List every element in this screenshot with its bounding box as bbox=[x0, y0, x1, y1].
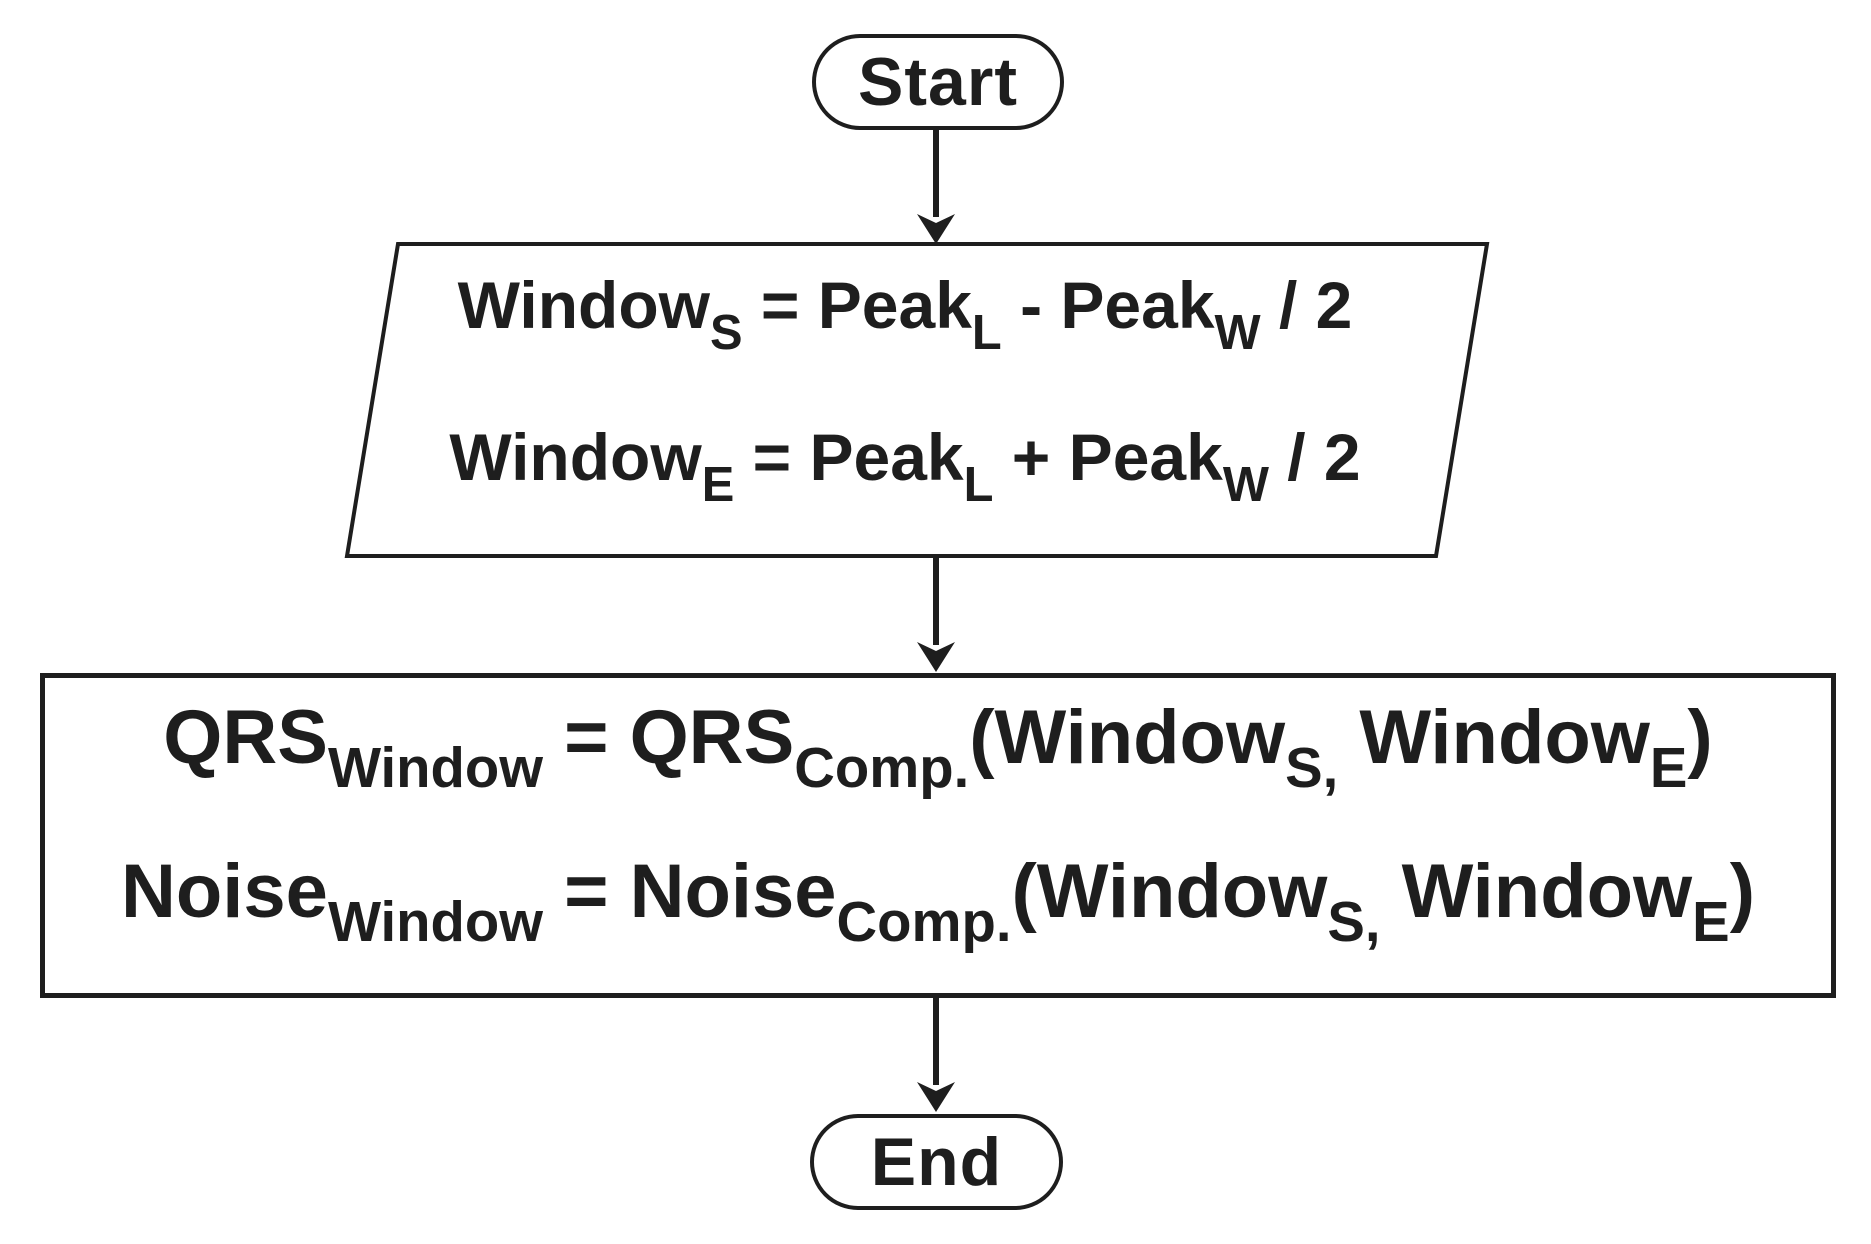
subscript-run: L bbox=[971, 305, 1002, 360]
formula-text-run: + Peak bbox=[993, 420, 1223, 494]
subscript-run: E bbox=[1692, 889, 1730, 953]
formula-text-run: Window bbox=[449, 420, 702, 494]
formula-text-run: (Window bbox=[1011, 849, 1328, 934]
formula-text-run: Window bbox=[1338, 695, 1650, 780]
formula-text-run: = Peak bbox=[734, 420, 964, 494]
subscript-run: L bbox=[963, 457, 994, 512]
formula-text-run: ) bbox=[1729, 849, 1755, 934]
subscript-run: S, bbox=[1285, 735, 1339, 799]
formula-text-run: = Peak bbox=[742, 268, 972, 342]
formula-text-run: = Noise bbox=[542, 849, 837, 934]
subscript-run: E bbox=[1649, 735, 1688, 799]
formula-text-run: (Window bbox=[969, 695, 1286, 780]
formula-text-run: Window bbox=[457, 268, 710, 342]
subscript-run: W bbox=[1214, 305, 1261, 360]
formula-text-run: / 2 bbox=[1268, 420, 1361, 494]
subscript-run: Window bbox=[327, 735, 543, 799]
formula-text-run: - Peak bbox=[1001, 268, 1215, 342]
formula-text-run: QRS bbox=[163, 695, 328, 780]
arrowhead-icon bbox=[917, 1082, 955, 1112]
end-label: End bbox=[870, 1124, 1003, 1200]
subscript-run: Comp. bbox=[794, 735, 970, 799]
subscript-run: W bbox=[1222, 457, 1269, 512]
formula-text-run: ) bbox=[1687, 695, 1713, 780]
formula-line-qrs-window: QRSWindow = QRSComp.(WindowS, WindowE) bbox=[163, 700, 1712, 796]
formula-text-run: Window bbox=[1380, 849, 1693, 934]
subscript-run: S, bbox=[1327, 889, 1381, 953]
subscript-run: Comp. bbox=[836, 889, 1012, 953]
arrowhead-icon bbox=[917, 642, 955, 672]
window-bounds-io-node: WindowS = PeakL - PeakW / 2 WindowE = Pe… bbox=[375, 252, 1435, 556]
subscript-run: S bbox=[709, 305, 743, 360]
end-terminator: End bbox=[810, 1114, 1063, 1210]
arrowhead-icon bbox=[917, 214, 955, 244]
formula-text-run: / 2 bbox=[1260, 268, 1353, 342]
formula-text-run: Noise bbox=[120, 849, 328, 934]
formula-line-window-start: WindowS = PeakL - PeakW / 2 bbox=[458, 272, 1353, 357]
formula-line-noise-window: NoiseWindow = NoiseComp.(WindowS, Window… bbox=[121, 854, 1755, 950]
subscript-run: Window bbox=[327, 889, 543, 953]
start-terminator: Start bbox=[812, 34, 1064, 130]
qrs-noise-computation-process: QRSWindow = QRSComp.(WindowS, WindowE) N… bbox=[40, 673, 1836, 998]
io-parallelogram-shape bbox=[344, 242, 1490, 558]
formula-line-window-end: WindowE = PeakL + PeakW / 2 bbox=[449, 424, 1360, 509]
formula-text-run: = QRS bbox=[542, 695, 795, 780]
start-label: Start bbox=[858, 44, 1018, 120]
subscript-run: E bbox=[701, 457, 735, 512]
